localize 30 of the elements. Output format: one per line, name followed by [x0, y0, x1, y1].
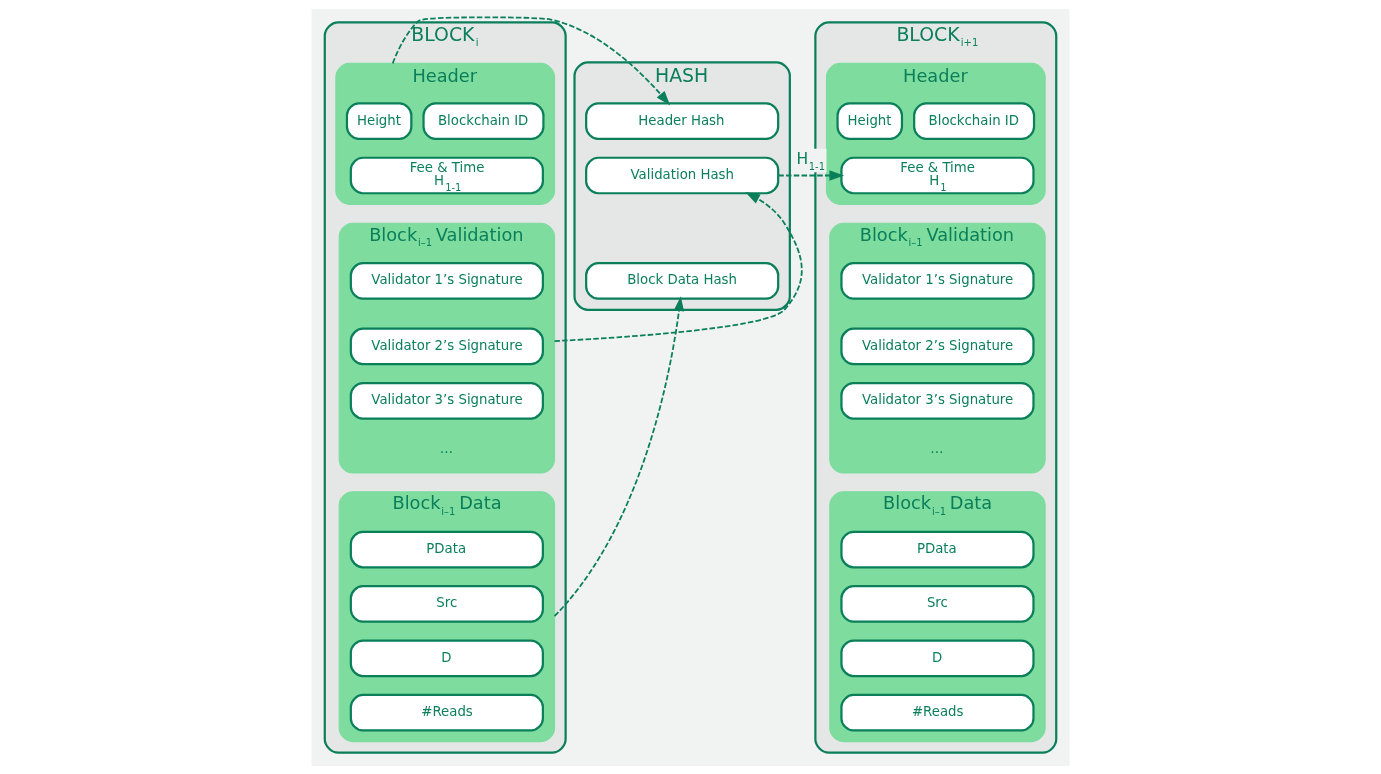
node-box: #Reads [840, 693, 1035, 732]
node-box: PData [349, 530, 544, 568]
edge-label: H$_{1-1}$ [796, 149, 826, 172]
arrow [553, 191, 803, 342]
node-box: D [349, 638, 544, 677]
arrow [391, 15, 671, 105]
node-box: Validator 1’s Signature [349, 261, 544, 300]
arrow [777, 169, 845, 181]
node-box: Validator 3’s Signature [349, 381, 544, 420]
node-box: Src [840, 584, 1035, 623]
node-box: Src [349, 584, 544, 623]
arrow [553, 295, 685, 617]
node-box: Validator 2’s Signature [840, 327, 1035, 365]
label: … [439, 440, 453, 456]
node-box: Header Hash [585, 101, 780, 140]
node-box: Blockchain ID [422, 101, 545, 140]
node-box: Height [836, 101, 904, 140]
node-box: PData [840, 530, 1035, 568]
node-box: Blockchain ID [913, 101, 1036, 140]
node-box: Validator 3’s Signature [840, 381, 1035, 420]
node-box: D [840, 638, 1035, 677]
node-box: #Reads [349, 693, 544, 732]
node-box: Height [345, 101, 413, 140]
node-box: Block Data Hash [585, 261, 780, 300]
node-box: Validator 2’s Signature [349, 327, 544, 365]
node-box: Validator 1’s Signature [840, 261, 1035, 300]
node-box: Fee & Time H$_{1}$ [840, 156, 1035, 194]
node-box: Validation Hash [585, 156, 780, 194]
node-box: Fee & Time H$_{1-1}$ [349, 156, 544, 194]
label: … [930, 440, 944, 456]
